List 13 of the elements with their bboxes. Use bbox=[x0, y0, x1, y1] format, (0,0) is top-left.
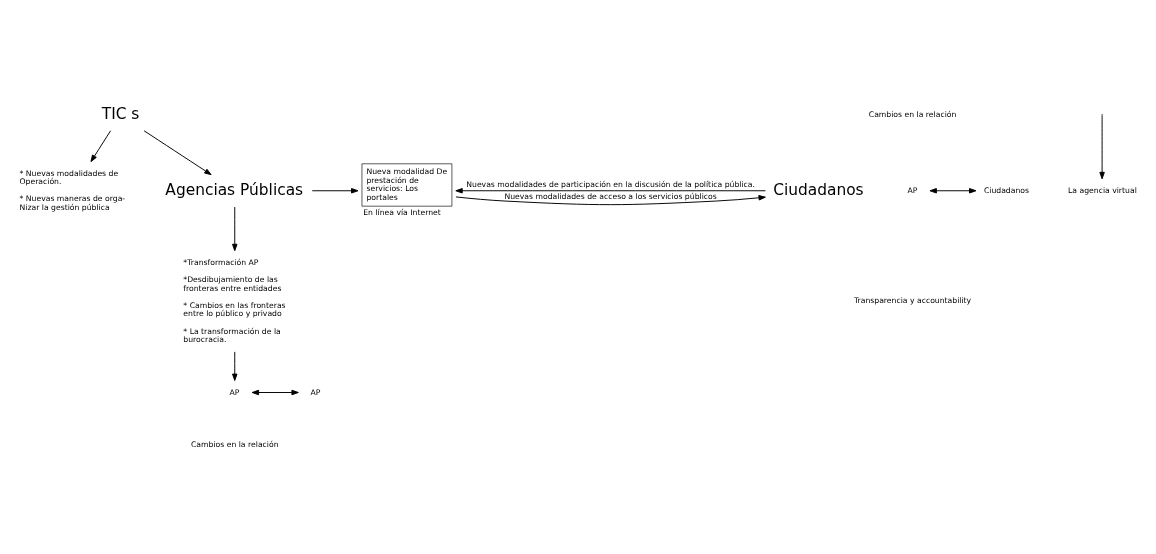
arrow bbox=[232, 350, 238, 381]
arrow bbox=[90, 129, 112, 162]
node-text: Ciudadanos bbox=[773, 180, 864, 199]
arrow bbox=[929, 187, 977, 193]
arrow bbox=[143, 129, 212, 175]
arrow bbox=[232, 206, 238, 251]
arrow bbox=[455, 187, 766, 193]
arrow bbox=[311, 187, 359, 193]
arrow bbox=[1099, 114, 1105, 179]
node-text: TIC s bbox=[101, 104, 140, 123]
node-text: Agencias Públicas bbox=[165, 180, 304, 199]
arrow bbox=[455, 194, 766, 205]
arrow bbox=[251, 389, 299, 395]
